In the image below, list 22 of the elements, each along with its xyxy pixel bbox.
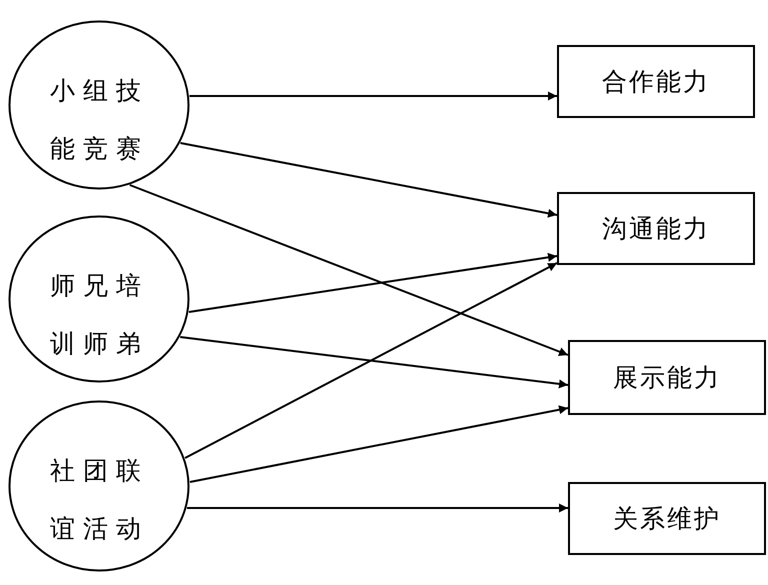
node-label: 关系维护 xyxy=(613,503,721,535)
arrow xyxy=(129,184,568,356)
node-label: 合作能力 xyxy=(602,66,710,98)
ability-box xyxy=(568,482,766,555)
ability-box xyxy=(557,45,755,118)
arrow xyxy=(190,92,557,100)
arrow xyxy=(180,142,558,218)
node-label: 师兄培训师弟 xyxy=(50,270,150,360)
node-label: 沟通能力 xyxy=(602,213,710,245)
activity-ellipse xyxy=(8,20,190,190)
node-label: 社团联谊活动 xyxy=(50,455,150,545)
activity-ellipse xyxy=(8,215,190,383)
arrow xyxy=(186,504,568,512)
ability-box xyxy=(557,192,755,265)
node-label: 小组技能竞赛 xyxy=(50,75,150,165)
arrow xyxy=(188,252,558,313)
activity-ellipse xyxy=(8,400,190,572)
arrow xyxy=(184,262,558,459)
node-label: 展示能力 xyxy=(613,362,721,394)
arrow xyxy=(190,405,568,483)
ability-box xyxy=(568,340,766,415)
arrow xyxy=(180,336,568,388)
